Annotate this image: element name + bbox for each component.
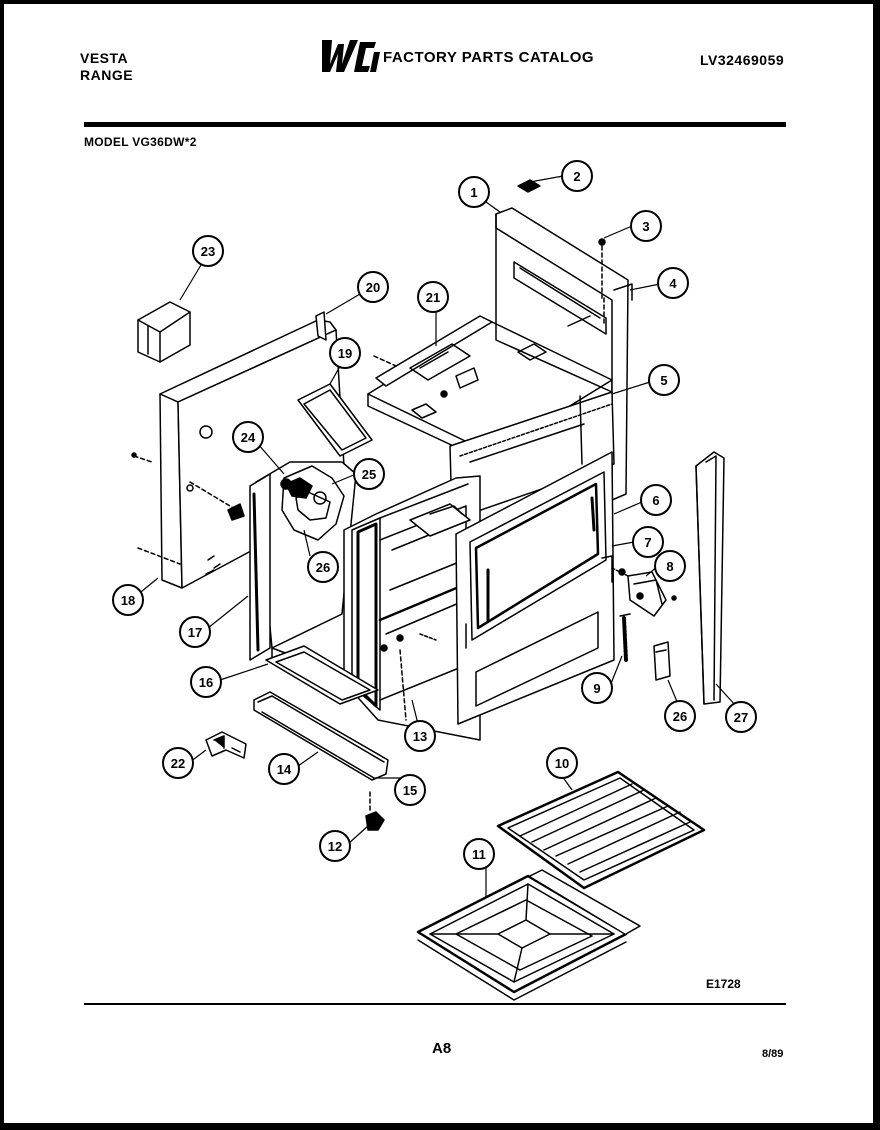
part-9-spring — [619, 613, 631, 662]
callout-15-label: 15 — [403, 783, 417, 798]
callout-12-label: 12 — [328, 839, 342, 854]
callout-23-label: 23 — [201, 244, 215, 259]
callout-4-label: 4 — [669, 276, 677, 291]
callout-26-burner: 26 — [307, 551, 339, 583]
callout-25: 25 — [353, 458, 385, 490]
callout-10: 10 — [546, 747, 578, 779]
callout-21: 21 — [417, 281, 449, 313]
part-22-clip — [205, 731, 247, 759]
callout-1: 1 — [458, 176, 490, 208]
callout-23: 23 — [192, 235, 224, 267]
callout-13-label: 13 — [413, 729, 427, 744]
callout-19-label: 19 — [338, 346, 352, 361]
part-20-side-panel — [131, 311, 347, 589]
callout-8-label: 8 — [666, 559, 673, 574]
part-19-bracket — [297, 383, 373, 457]
revision-date: 8/89 — [762, 1048, 784, 1060]
callout-3-label: 3 — [642, 219, 649, 234]
callout-7-label: 7 — [644, 535, 651, 550]
callout-18: 18 — [112, 584, 144, 616]
callout-11-label: 11 — [472, 847, 486, 862]
callout-12: 12 — [319, 830, 351, 862]
callout-15: 15 — [394, 774, 426, 806]
footer-rule — [84, 1003, 786, 1005]
callout-9-label: 9 — [593, 681, 600, 696]
callout-10-label: 10 — [555, 756, 569, 771]
callout-8: 8 — [654, 550, 686, 582]
callout-1-label: 1 — [470, 185, 477, 200]
callout-9: 9 — [581, 672, 613, 704]
callout-3: 3 — [630, 210, 662, 242]
part-2-clip — [517, 179, 541, 193]
callout-2: 2 — [561, 160, 593, 192]
callout-26-pad: 26 — [664, 700, 696, 732]
callout-4: 4 — [657, 267, 689, 299]
callout-20: 20 — [357, 271, 389, 303]
part-6-oven-door — [455, 451, 615, 725]
callout-16-label: 16 — [199, 675, 213, 690]
catalog-number: LV32469059 — [700, 52, 785, 68]
callout-2-label: 2 — [573, 169, 580, 184]
callout-14-label: 14 — [277, 762, 292, 777]
callout-6-label: 6 — [652, 493, 659, 508]
part-28-pad — [653, 641, 671, 681]
part-15-door-frame — [343, 475, 481, 741]
callout-13: 13 — [404, 720, 436, 752]
figure-id: E1728 — [706, 977, 741, 991]
callout-27-label: 27 — [734, 710, 748, 725]
callout-18-label: 18 — [121, 593, 135, 608]
part-14-kick-plate — [253, 691, 389, 781]
catalog-title: FACTORY PARTS CATALOG — [383, 49, 595, 66]
callout-24-label: 24 — [241, 430, 256, 445]
callout-16: 16 — [190, 666, 222, 698]
wci-logo — [322, 40, 380, 72]
callout-19: 19 — [329, 337, 361, 369]
header-rule — [84, 122, 786, 127]
callout-14: 14 — [268, 753, 300, 785]
callout-6: 6 — [640, 484, 672, 516]
part-5-oven-liner — [449, 391, 615, 521]
callout-26-burner-label: 26 — [316, 560, 330, 575]
brand-name: VESTA — [80, 50, 129, 66]
part-23-vent-bracket — [137, 301, 191, 363]
part-10-oven-rack — [496, 770, 706, 890]
callout-27: 27 — [725, 701, 757, 733]
callout-17: 17 — [179, 616, 211, 648]
callout-21-label: 21 — [426, 290, 440, 305]
callout-26-pad-label: 26 — [673, 709, 687, 724]
callout-25-label: 25 — [362, 467, 376, 482]
callout-22-label: 22 — [171, 756, 185, 771]
part-12-leveling-leg — [365, 791, 385, 831]
part-27-trim-strip — [695, 451, 725, 705]
callout-17-label: 17 — [188, 625, 202, 640]
part-1-back-panel — [495, 207, 633, 501]
part-17-oven-cavity — [249, 461, 357, 691]
callout-24: 24 — [232, 421, 264, 453]
callout-20-label: 20 — [366, 280, 380, 295]
part-16-bottom-tray — [265, 645, 379, 705]
callout-5-label: 5 — [660, 373, 667, 388]
model-number: MODEL VG36DW*2 — [84, 135, 197, 149]
part-11-broiler-pan — [416, 869, 641, 1001]
callout-5: 5 — [648, 364, 680, 396]
product-type: RANGE — [80, 67, 134, 83]
page-number: A8 — [432, 1040, 452, 1057]
callout-7: 7 — [632, 526, 664, 558]
callout-22: 22 — [162, 747, 194, 779]
callout-11: 11 — [463, 838, 495, 870]
part-8-hinge — [611, 567, 677, 617]
